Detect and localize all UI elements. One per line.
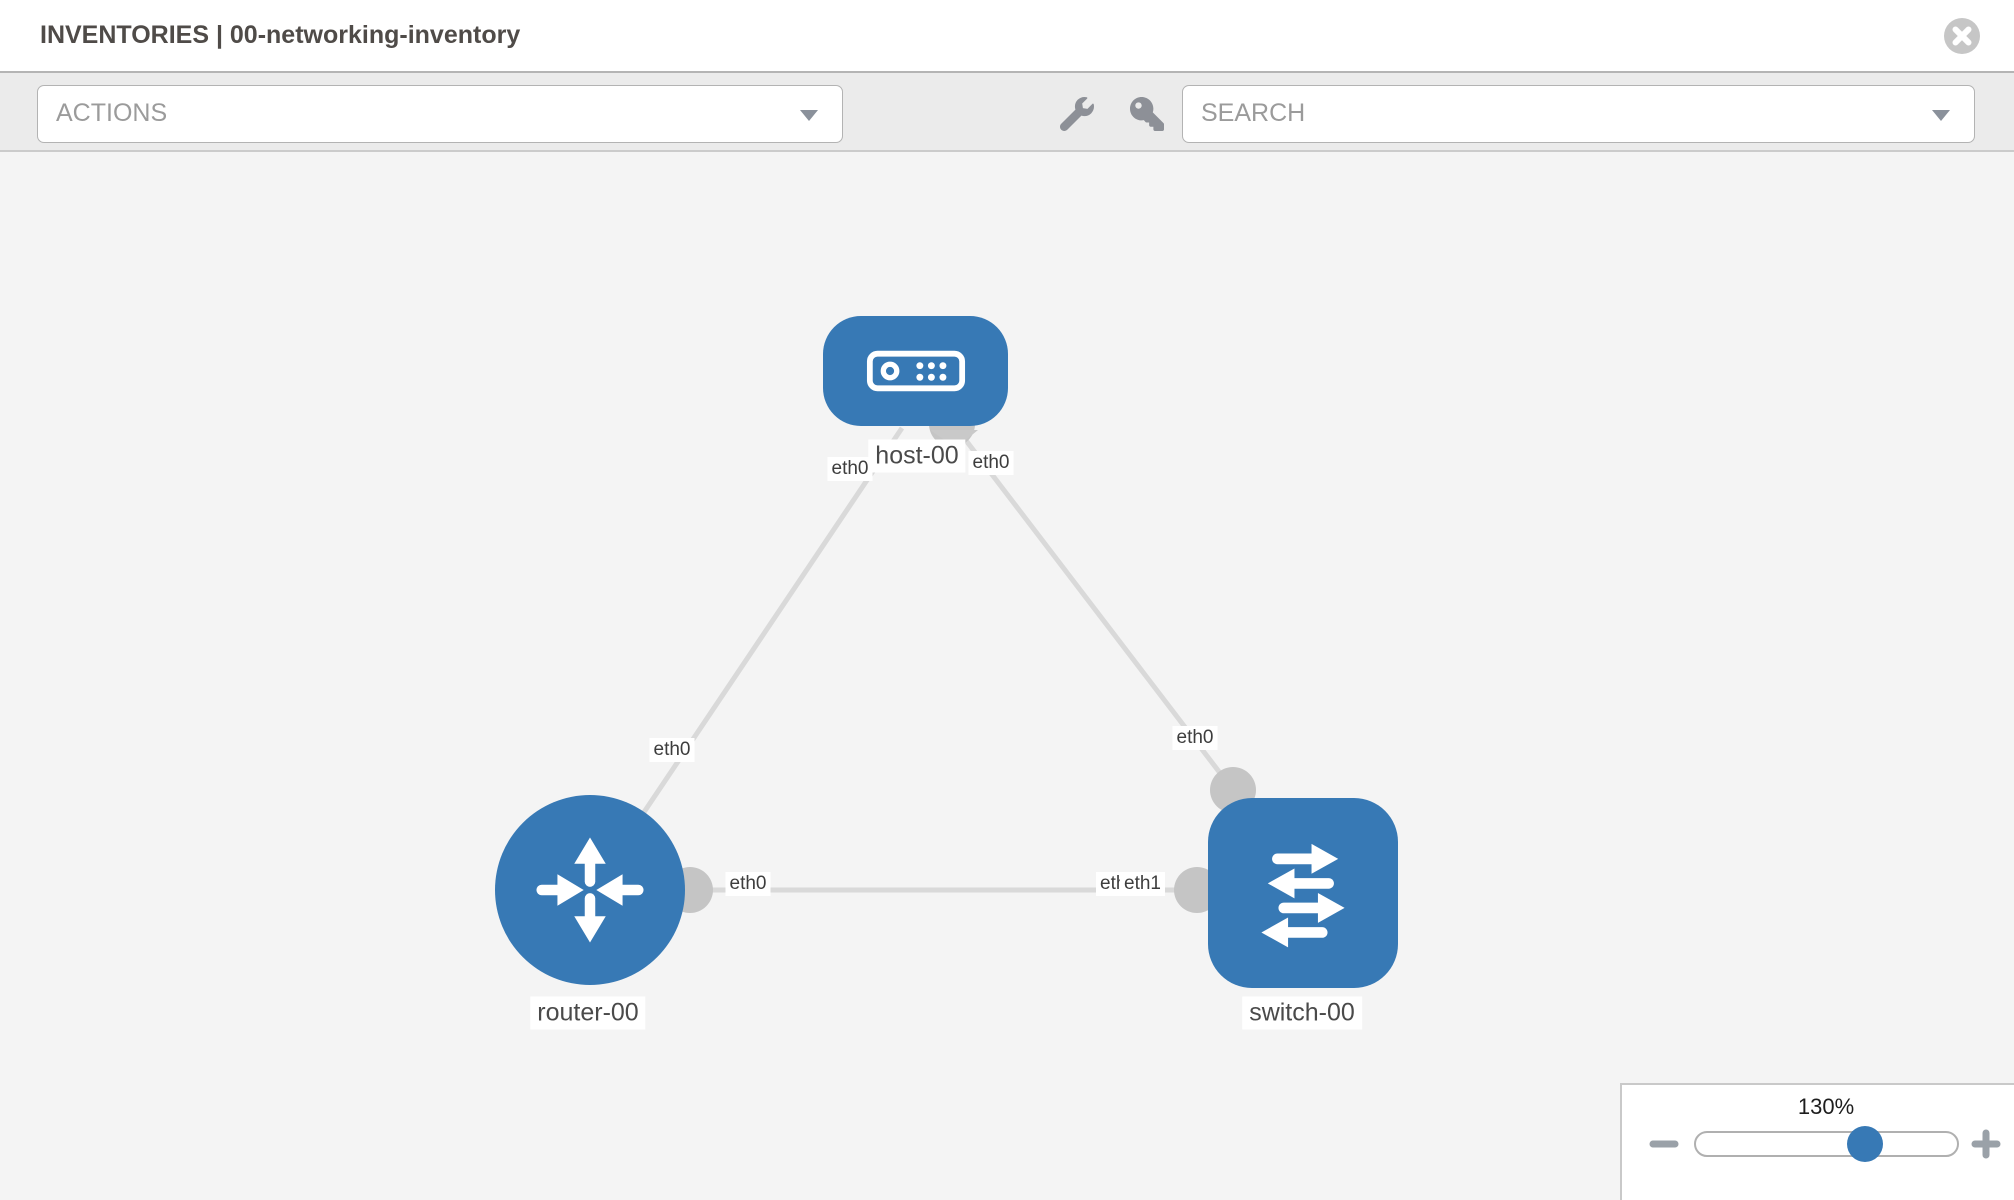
host-icon <box>866 350 965 392</box>
interface-label-router-right: eth0 <box>725 872 771 896</box>
node-host-00[interactable] <box>823 316 1008 426</box>
interface-label-host-right: eth0 <box>968 451 1014 475</box>
switch-icon <box>1261 843 1345 948</box>
actions-dropdown[interactable]: ACTIONS <box>37 85 843 143</box>
interface-label-switch-top: eth0 <box>1172 726 1218 750</box>
key-icon[interactable] <box>1130 97 1164 131</box>
interface-label-switch-left: eth1 <box>1120 872 1165 896</box>
interface-label-router-top: eth0 <box>649 738 695 762</box>
page-title: INVENTORIES | 00-networking-inventory <box>40 21 521 49</box>
node-label-switch: switch-00 <box>1242 996 1362 1030</box>
chevron-down-icon <box>1932 110 1950 121</box>
toolbar: ACTIONS SEARCH <box>0 73 2014 152</box>
interface-label-host-left: eth0 <box>827 457 873 481</box>
plus-icon[interactable] <box>1971 1129 2001 1159</box>
node-switch-00[interactable] <box>1208 798 1398 988</box>
search-placeholder: SEARCH <box>1201 99 1306 127</box>
node-label-router: router-00 <box>530 996 646 1030</box>
zoom-level: 130% <box>1797 1094 1855 1119</box>
header: INVENTORIES | 00-networking-inventory <box>0 0 2014 73</box>
actions-dropdown-label: ACTIONS <box>56 99 168 127</box>
node-router-00[interactable] <box>495 795 685 985</box>
minus-icon[interactable] <box>1649 1129 1679 1159</box>
link-host-router[interactable] <box>625 426 905 838</box>
zoom-slider-track[interactable] <box>1694 1131 1959 1157</box>
router-icon <box>536 837 644 943</box>
topology-canvas[interactable]: host-00 router-00 switch-00 eth0 eth0 et… <box>0 152 2014 1200</box>
zoom-panel: 130% <box>1620 1083 2014 1200</box>
link-arrowhead <box>930 430 978 448</box>
zoom-slider-thumb[interactable] <box>1847 1126 1883 1162</box>
chevron-down-icon <box>800 110 818 121</box>
topology-links-layer <box>625 401 1256 913</box>
search-dropdown[interactable]: SEARCH <box>1182 85 1975 143</box>
node-label-host: host-00 <box>868 439 966 473</box>
wrench-icon[interactable] <box>1060 97 1094 131</box>
close-icon[interactable] <box>1943 17 1981 55</box>
